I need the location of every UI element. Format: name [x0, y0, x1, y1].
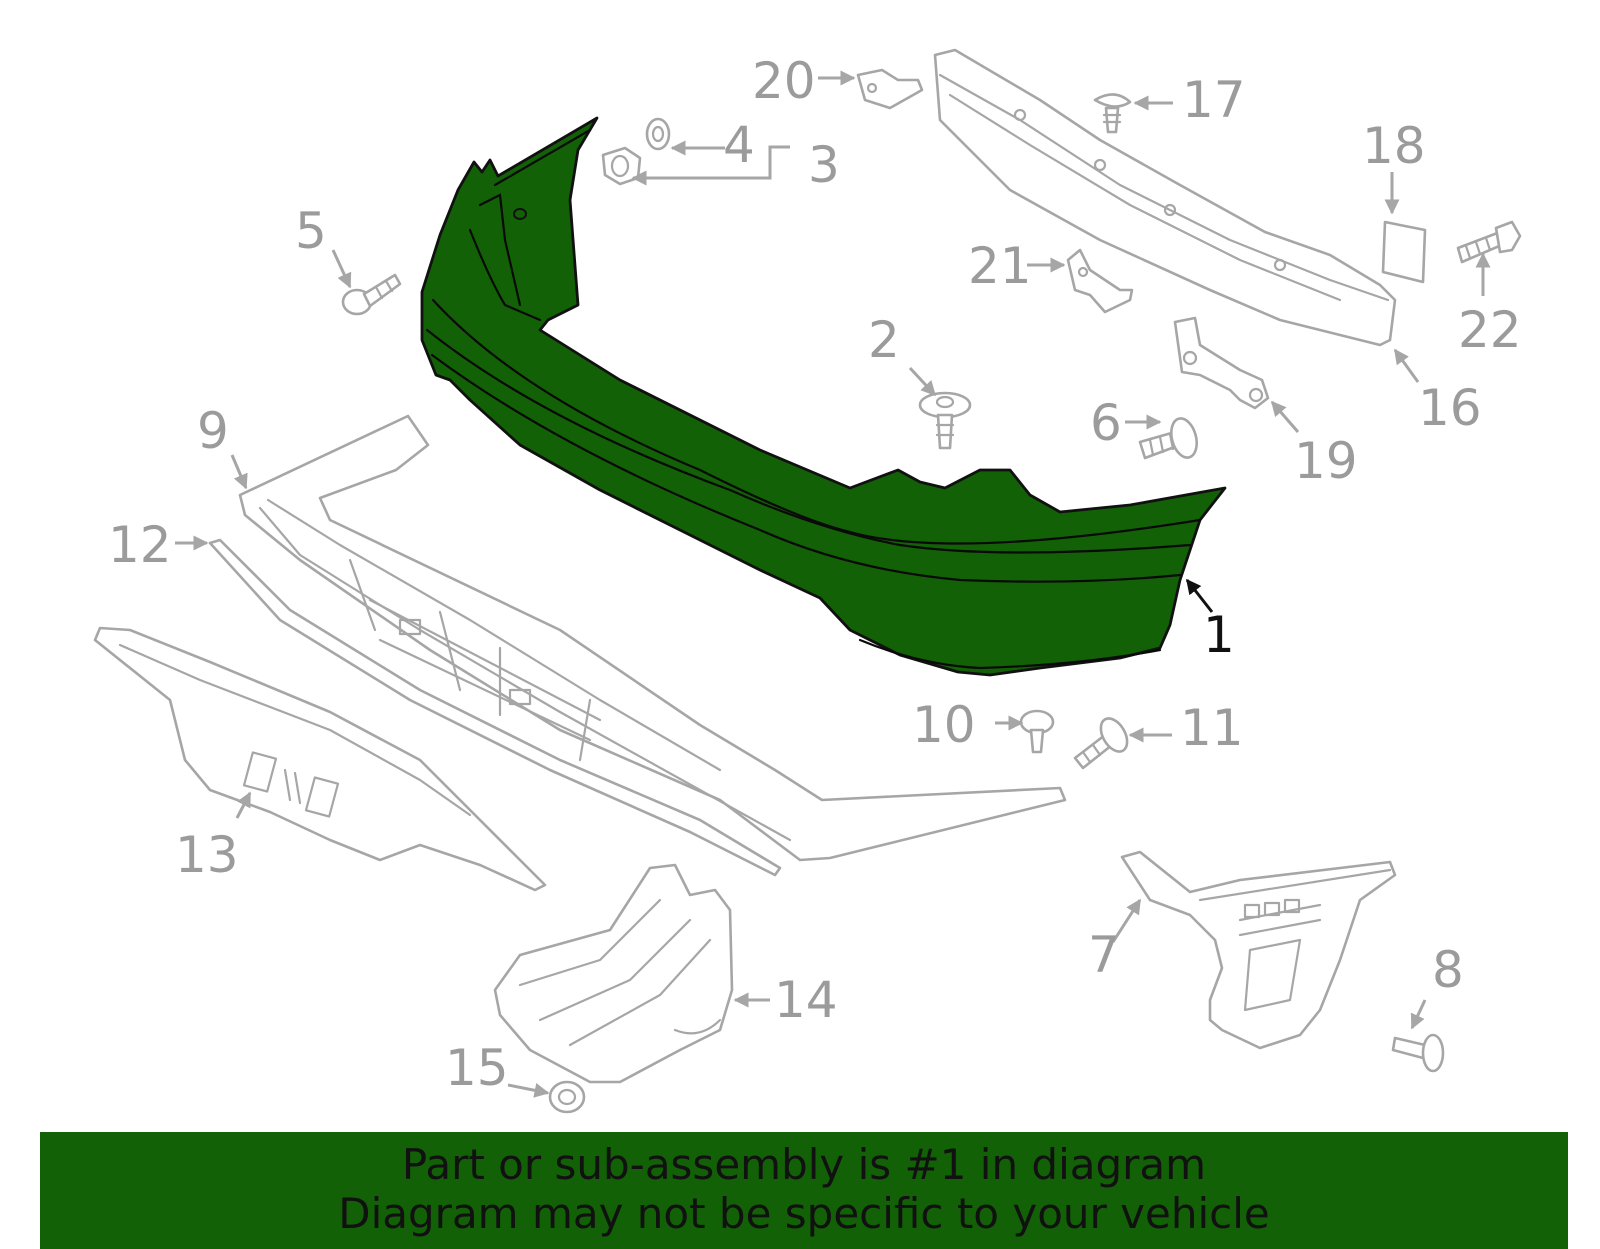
- part-2-clip[interactable]: [918, 391, 972, 450]
- part-6-screw[interactable]: [1138, 416, 1201, 461]
- part-13-diffuser[interactable]: [93, 626, 547, 892]
- callout-21: 21: [968, 237, 1032, 295]
- part-12-strip[interactable]: [208, 538, 782, 877]
- part-14-undercover[interactable]: [493, 863, 734, 1084]
- part-16-rear-beam[interactable]: [933, 48, 1397, 347]
- part-5-screw[interactable]: [341, 273, 402, 316]
- part-21-bracket[interactable]: [1066, 248, 1134, 314]
- callout-1: 1: [1203, 606, 1235, 664]
- part-1-bumper-cover[interactable]: [420, 116, 1227, 677]
- part-7-side-bracket[interactable]: [1120, 850, 1397, 1050]
- callout-9: 9: [197, 402, 229, 460]
- callout-labels: 1 2 3 4 5 6 7 8 9 10 11 12 13 14 15 16 1…: [108, 52, 1522, 1097]
- callout-7: 7: [1088, 926, 1120, 984]
- callout-6: 6: [1090, 394, 1122, 452]
- part-18-pad[interactable]: [1381, 220, 1427, 284]
- callout-3: 3: [808, 136, 840, 194]
- callout-2: 2: [868, 311, 900, 369]
- callout-19: 19: [1294, 432, 1358, 490]
- part-10-screw[interactable]: [1019, 709, 1055, 754]
- info-banner: Part or sub-assembly is #1 in diagram Di…: [40, 1132, 1568, 1249]
- callout-14: 14: [774, 971, 838, 1029]
- part-8-bolt[interactable]: [1391, 1033, 1445, 1073]
- callout-4: 4: [723, 116, 755, 174]
- callout-20: 20: [752, 52, 816, 110]
- callout-10: 10: [912, 696, 976, 754]
- part-22-bolt[interactable]: [1456, 220, 1522, 264]
- callout-12: 12: [108, 516, 172, 574]
- part-19-bracket[interactable]: [1173, 316, 1270, 410]
- callout-18: 18: [1362, 117, 1426, 175]
- callout-15: 15: [445, 1039, 509, 1097]
- part-17-clip[interactable]: [1093, 93, 1132, 134]
- callout-16: 16: [1418, 379, 1482, 437]
- callout-17: 17: [1182, 71, 1246, 129]
- leader-lines: [175, 70, 1491, 1098]
- callout-22: 22: [1458, 301, 1522, 359]
- part-15-grommet[interactable]: [548, 1080, 586, 1114]
- part-4-washer[interactable]: [645, 117, 671, 151]
- banner-line-1: Part or sub-assembly is #1 in diagram: [401, 1140, 1207, 1189]
- part-9-frame[interactable]: [238, 414, 1067, 862]
- banner-line-2: Diagram may not be specific to your vehi…: [338, 1189, 1270, 1238]
- part-20-bracket[interactable]: [856, 68, 924, 110]
- part-11-screw[interactable]: [1073, 714, 1133, 770]
- callout-5: 5: [295, 202, 327, 260]
- callout-13: 13: [175, 826, 239, 884]
- callout-8: 8: [1432, 941, 1464, 999]
- callout-11: 11: [1180, 699, 1244, 757]
